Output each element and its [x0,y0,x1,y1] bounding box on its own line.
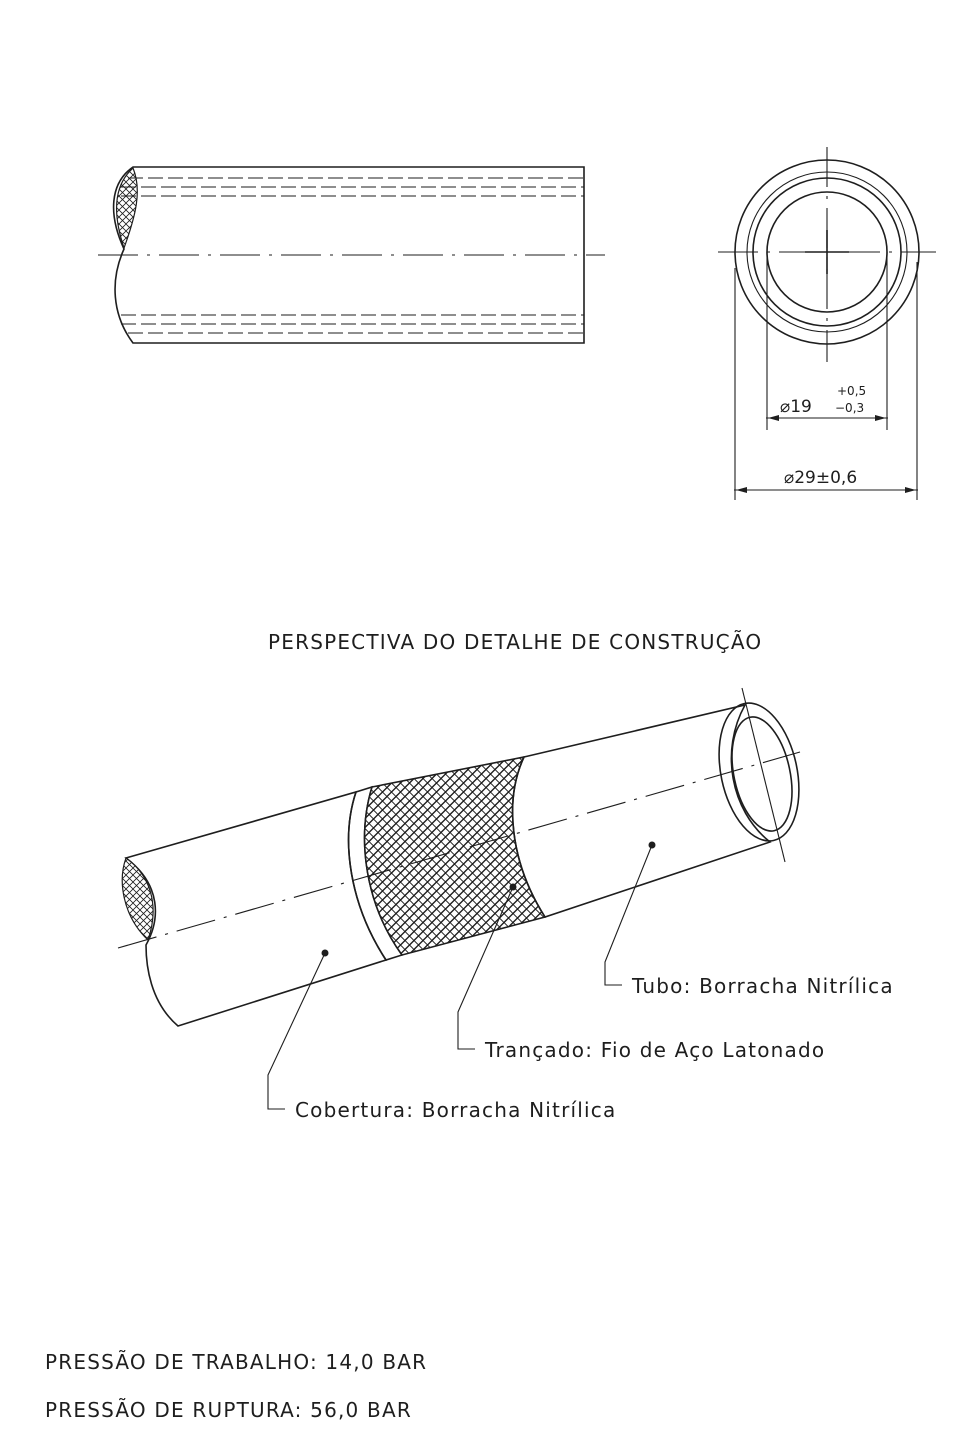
side-outer-contour [112,166,585,344]
inner-tol-plus: +0,5 [837,384,866,398]
callout-tubo: Tubo: Borracha Nitrílica [631,974,894,998]
tube-layer [511,703,772,918]
section-title: PERSPECTIVA DO DETALHE DE CONSTRUÇÃO [268,630,762,654]
working-pressure: PRESSÃO DE TRABALHO: 14,0 BAR [45,1350,427,1374]
hose-end-view [718,147,936,362]
inner-diameter-label: ⌀19 [780,397,812,417]
callout-trancado: Trançado: Fio de Aço Latonado [484,1038,825,1062]
outer-diameter-label: ⌀29±0,6 [784,468,857,488]
hose-side-view [98,166,605,344]
burst-pressure: PRESSÃO DE RUPTURA: 56,0 BAR [45,1398,412,1422]
callout-leaders [267,841,656,1110]
dimension-annotations: ⌀19 +0,5 −0,3 ⌀29±0,6 [734,252,918,500]
inner-tol-minus: −0,3 [835,401,864,415]
cover-layer [124,790,388,1027]
hose-perspective-view [117,687,801,1027]
callout-cobertura: Cobertura: Borracha Nitrílica [295,1098,616,1122]
cover-cut-braid [121,857,154,942]
